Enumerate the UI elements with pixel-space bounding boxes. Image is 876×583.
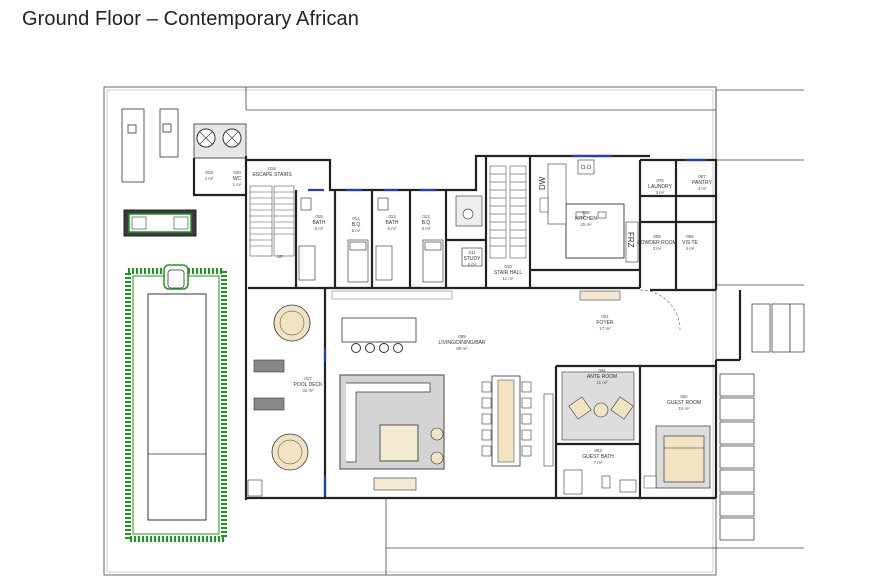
living-area-furniture (339, 317, 554, 491)
room-number: 011 (469, 250, 477, 255)
room-area: 32 m² (302, 388, 314, 393)
room-name: B.Q (422, 220, 431, 226)
room-name: PANTRY (692, 180, 712, 186)
bedroom-fixtures (298, 195, 483, 283)
room-number: 002 (680, 394, 688, 399)
ac-units (193, 123, 247, 159)
room-name: VIS TE (682, 240, 698, 246)
room-area: 4 m² (698, 186, 707, 191)
room-area: 6 m² (315, 226, 324, 231)
room-name: KITCHEN (575, 216, 597, 222)
room-area: 1 m² (233, 182, 242, 187)
room-name: BATH (386, 220, 399, 226)
room-area: 16 m² (678, 406, 690, 411)
room-number: 001 (601, 314, 609, 319)
room-number: 017 (304, 376, 312, 381)
parking-bays (719, 303, 805, 541)
pool-deck-furniture (247, 304, 311, 497)
room-area: 11 m² (503, 276, 514, 281)
corridor-elements (331, 289, 681, 331)
room-number: 007 (698, 174, 706, 179)
room-area: 2 m² (205, 176, 214, 181)
room-area: 6 m² (352, 228, 361, 233)
room-number: 018 (268, 166, 276, 171)
sun-loungers (121, 108, 179, 183)
kitchen-fixtures (539, 159, 639, 263)
room-number: 004 (598, 368, 606, 373)
room-name: POOL DECK (294, 382, 324, 388)
building-walls (192, 154, 742, 500)
room-area: 6 m² (422, 226, 431, 231)
room-name: STAIR HALL (494, 270, 522, 276)
ante-room-furniture (561, 371, 635, 441)
main-stairs (489, 165, 527, 259)
frz-marker: FRZ (626, 232, 635, 248)
outdoor-bar (123, 209, 197, 237)
room-area: 3 m² (653, 246, 662, 251)
room-area: 89 m² (456, 346, 468, 351)
room-name: WC (233, 176, 242, 182)
page-title: Ground Floor – Contemporary African (22, 8, 359, 30)
room-name: LIVING/DINING/BAR (439, 340, 486, 346)
guest-room-furniture (643, 425, 711, 489)
room-name: FOYER (596, 320, 614, 326)
guest-bath-fixtures (563, 469, 637, 495)
room-number: 010 (504, 264, 512, 269)
room-number: 020 (233, 170, 241, 175)
escape-stairs (249, 185, 295, 257)
room-name: B.Q (352, 222, 361, 228)
up-marker: UP (277, 254, 283, 259)
room-area: 6 m² (388, 226, 397, 231)
room-number: 008 (582, 210, 590, 215)
room-area: 11 m² (597, 380, 608, 385)
room-number: 012 (422, 214, 430, 219)
room-name: GUEST BATH (582, 454, 614, 460)
room-number: 005 (653, 234, 661, 239)
room-name: BATH (313, 220, 326, 226)
glazing (308, 154, 706, 496)
room-number: 0?5 (656, 178, 664, 183)
room-area: 17 m² (599, 326, 611, 331)
room-name: POWDER ROOM (637, 240, 676, 246)
room-number: 014 (352, 216, 360, 221)
room-name: ANTE ROOM (587, 374, 617, 380)
room-number: 019 (205, 170, 213, 175)
room-number: 013 (388, 214, 396, 219)
room-area: 6 m² (468, 262, 477, 267)
room-name: GUEST ROOM (667, 400, 701, 406)
room-name: STUDY (464, 256, 482, 262)
room-number: 006 (686, 234, 694, 239)
site-boundary (103, 86, 804, 576)
swimming-pool (125, 264, 227, 542)
room-number: 009 (458, 334, 466, 339)
room-name: ESCAPE STAIRS (252, 172, 292, 178)
room-area: 4 m² (686, 246, 695, 251)
dw-marker: DW (538, 176, 547, 190)
room-number: 003 (594, 448, 602, 453)
room-area: 25 m² (580, 222, 592, 227)
room-area: 3 m² (656, 190, 665, 195)
room-number: 015 (315, 214, 323, 219)
room-name: LAUNDRY (648, 184, 672, 190)
room-area: 7 m² (594, 460, 603, 465)
